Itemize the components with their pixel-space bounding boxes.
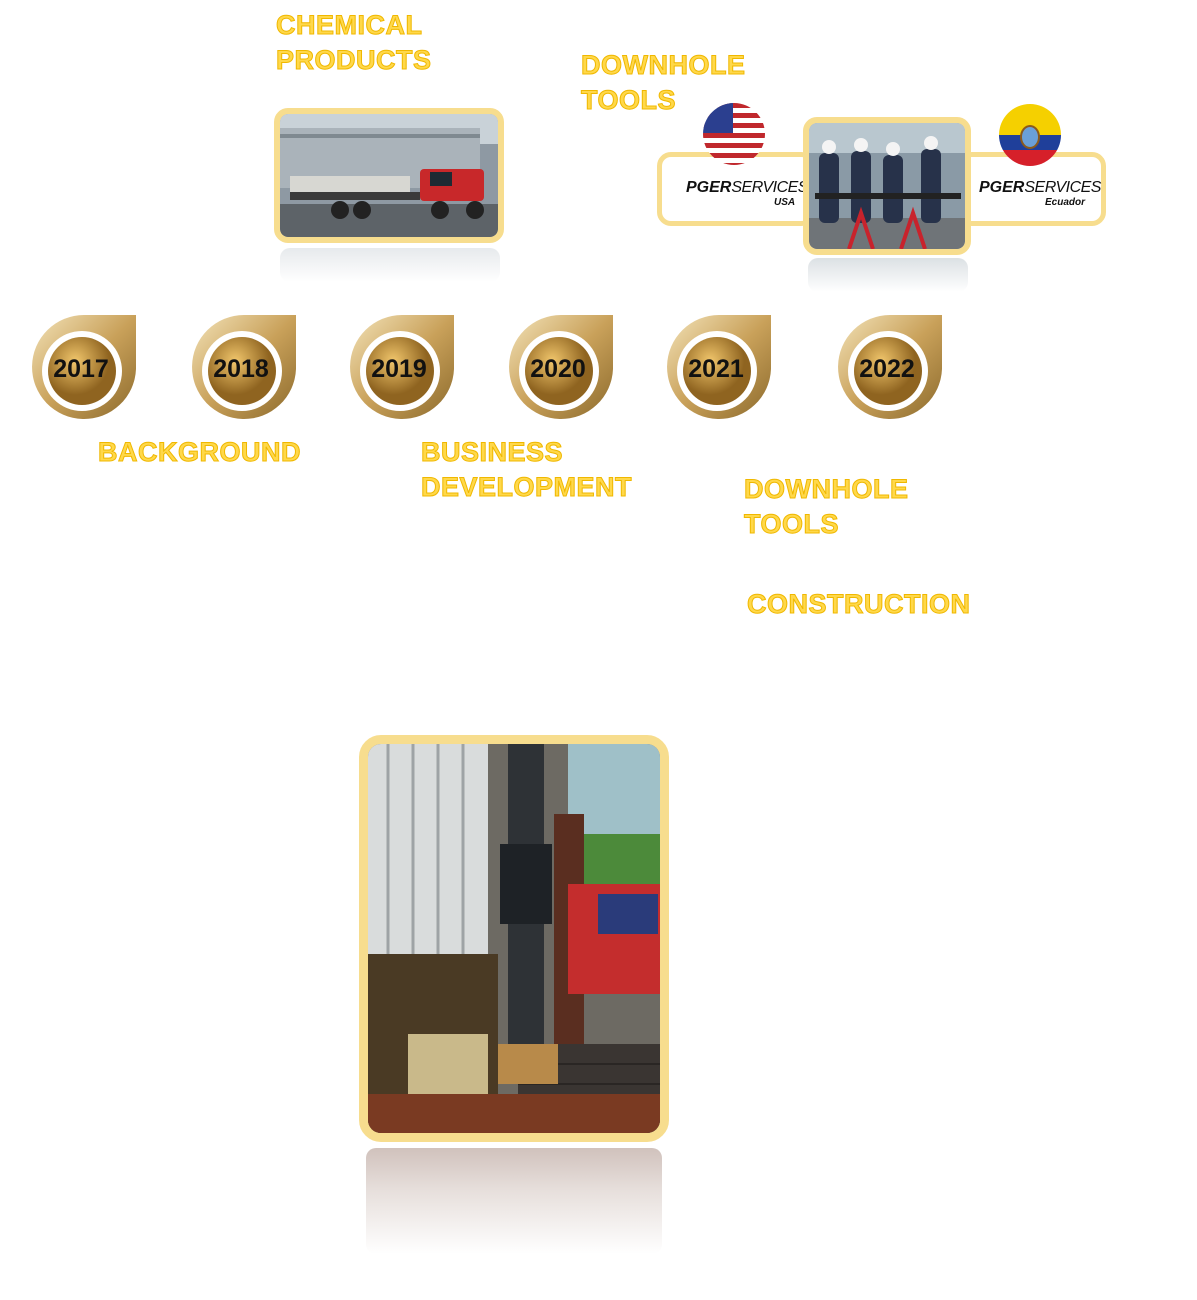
pger-ecuador-region: Ecuador [1045, 197, 1086, 208]
chemical-products-label: CHEMICAL PRODUCTS [276, 10, 432, 76]
year-label: 2022 [859, 355, 915, 383]
year-label: 2017 [53, 355, 109, 383]
year-label: 2019 [371, 355, 427, 383]
truck-photo [274, 108, 504, 243]
team-image [809, 123, 965, 249]
truck-image [280, 114, 498, 237]
ecuador-flag-icon [999, 104, 1061, 166]
business-development-label: BUSINESS DEVELOPMENT [420, 437, 633, 503]
truck-photo-reflection [280, 248, 500, 282]
year-label: 2020 [530, 355, 586, 383]
drilling-rig-image [368, 744, 660, 1133]
year-medal-2018: 2018 [188, 313, 300, 425]
drilling-rig-photo-reflection [366, 1148, 662, 1254]
year-medal-2020: 2020 [505, 313, 617, 425]
downhole-tools-mid-label: DOWNHOLE TOOLS [743, 474, 909, 540]
pger-usa-region: USA [774, 197, 796, 208]
year-medal-2022: 2022 [834, 313, 946, 425]
team-photo [803, 117, 971, 255]
pger-ecuador-logo: PGERSERVICES [979, 179, 1101, 196]
construction-label: CONSTRUCTION [747, 589, 971, 620]
year-label: 2018 [213, 355, 269, 383]
year-medal-2019: 2019 [346, 313, 458, 425]
usa-flag-icon [703, 103, 765, 165]
background-label: BACKGROUND [98, 437, 302, 468]
year-medal-2017: 2017 [28, 313, 140, 425]
drilling-rig-photo [359, 735, 669, 1142]
year-medal-2021: 2021 [663, 313, 775, 425]
year-label: 2021 [688, 355, 744, 383]
team-photo-reflection [808, 258, 968, 292]
downhole-tools-top-label: DOWNHOLE TOOLS [580, 50, 746, 116]
pger-usa-logo: PGERSERVICES [686, 179, 808, 196]
